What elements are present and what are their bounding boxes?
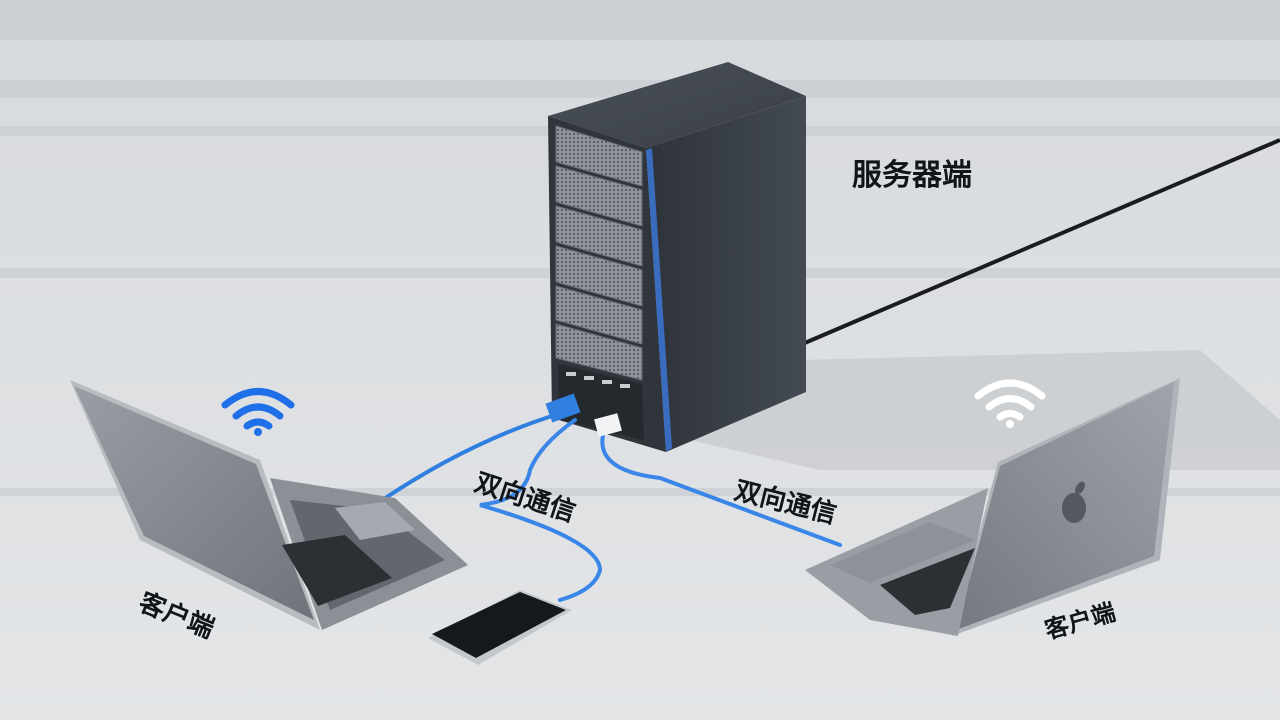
wifi-icon	[974, 379, 1046, 428]
wifi-icon	[221, 388, 295, 436]
laptop-right	[805, 378, 1180, 636]
apple-logo-icon	[1062, 481, 1086, 523]
status-light-strip	[646, 148, 672, 452]
drive-bays	[555, 125, 643, 381]
smartphone	[428, 590, 572, 665]
server-label: 服务器端	[852, 158, 972, 193]
io-panel	[558, 364, 644, 440]
power-cable	[799, 138, 1280, 347]
server-tower	[548, 62, 806, 452]
laptop-left	[70, 380, 468, 630]
network-cables	[373, 393, 842, 602]
